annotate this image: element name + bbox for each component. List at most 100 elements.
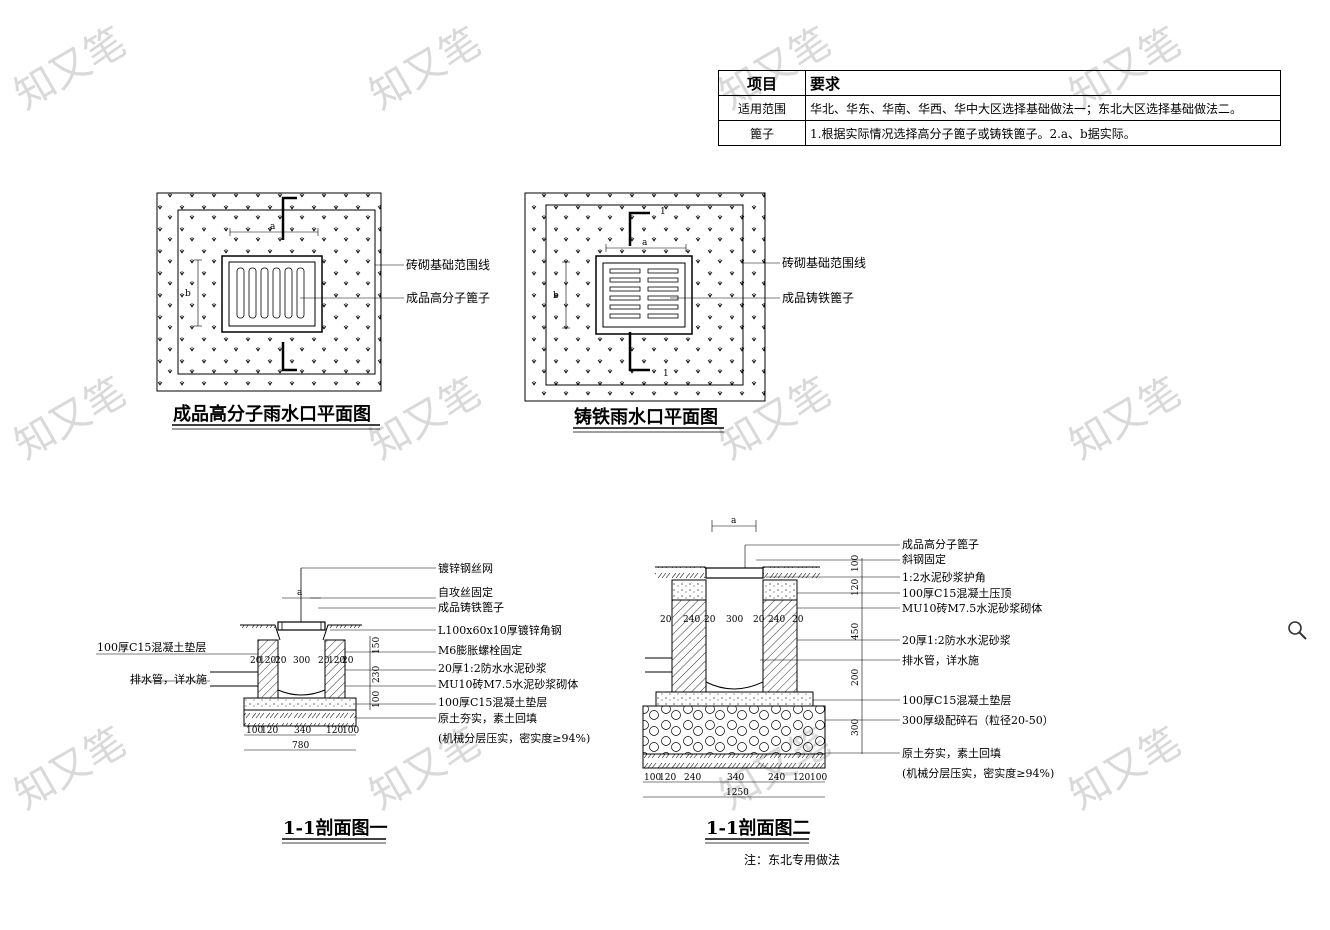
label-right: 排水管，详水施 [902, 653, 979, 667]
dim-a: a [270, 222, 276, 232]
dim-bottom: 120 [659, 773, 676, 783]
grate [705, 567, 764, 579]
concrete-bed [243, 697, 357, 711]
leaders-right [301, 567, 436, 719]
dim-vert: 230 [372, 666, 382, 683]
table-row: 篦子 1.根据实际情况选择高分子篦子或铸铁篦子。2.a、b据实际。 [718, 120, 1281, 146]
table-header-cell: 要求 [805, 70, 1281, 96]
wall-left [257, 639, 279, 699]
watermark: 知又笔 [7, 719, 134, 819]
label-right: 成品高分子篦子 [902, 537, 979, 551]
section-view-1: a 20 120 20 300 20 120 20 100 120 340 12… [96, 561, 590, 844]
label-right: 100厚C15混凝土垫层 [438, 695, 547, 709]
dim-top: 240 [768, 615, 785, 625]
pit-interior [277, 640, 326, 696]
label-right: 原土夯实，素土回填 [902, 746, 1001, 760]
requirements-table: 项目 要求 适用范围 华北、华东、华南、华西、华中大区选择基础做法一；东北大区选… [718, 70, 1281, 146]
pit-interior [705, 580, 764, 690]
dim-a: a [731, 516, 737, 526]
leaders-right [744, 544, 900, 754]
grate-slots [609, 268, 679, 319]
dim-vert: 100 [851, 555, 861, 572]
plan2-title: 铸铁雨水口平面图 [574, 406, 718, 428]
dim-top: 20 [275, 656, 287, 666]
section2-note: 注：东北专用做法 [744, 852, 840, 867]
masonry-boundary [177, 209, 376, 375]
dim-bottom: 100 [644, 773, 661, 783]
label-right: 1:2水泥砂浆护角 [902, 570, 986, 584]
label-right: 100厚C15混凝土垫层 [902, 693, 1011, 707]
dim-vert: 100 [372, 691, 382, 708]
label-right: MU10砖M7.5水泥砂浆砌体 [438, 677, 578, 691]
dim-vert: 120 [851, 579, 861, 596]
section-mark-top [281, 196, 297, 240]
dim-top: 20 [660, 615, 672, 625]
wall-right [762, 599, 798, 693]
section-view-2: a 20 240 20 300 20 240 20 100 120 240 34… [642, 516, 1054, 867]
dim-top: 20 [792, 615, 804, 625]
section-mark-bottom [281, 342, 297, 372]
label-grate: 成品高分子篦子 [406, 290, 490, 305]
dim-b: b [553, 291, 559, 301]
table-row: 适用范围 华北、华东、华南、华西、华中大区选择基础做法一；东北大区选择基础做法二… [718, 95, 1281, 121]
label-right: 自攻丝固定 [438, 585, 493, 599]
label-right: 斜钢固定 [902, 552, 946, 566]
compacted-soil [243, 709, 357, 727]
label-boundary: 砖砌基础范围线 [782, 255, 866, 270]
label-right: 300厚级配碎石（粒径20-50） [902, 713, 1054, 727]
dim-vert: 450 [851, 623, 861, 640]
dim-bottom: 100 [342, 726, 359, 736]
dim-bottom: 240 [684, 773, 701, 783]
dim-b: b [185, 289, 191, 299]
table-header-cell: 项目 [718, 70, 806, 96]
dim-bottom: 240 [768, 773, 785, 783]
label-right: (机械分层压实，密实度≥94%) [438, 731, 590, 745]
table-cell: 华北、华东、华南、华西、华中大区选择基础做法一；东北大区选择基础做法二。 [805, 95, 1281, 121]
dim-top: 20 [250, 656, 262, 666]
table-header-row: 项目 要求 [718, 70, 1281, 96]
label-right: L100x60x10厚镀锌角钢 [438, 623, 562, 637]
label-right: 镀锌钢丝网 [438, 561, 493, 575]
watermark: 知又笔 [7, 369, 134, 469]
table-cell: 适用范围 [718, 95, 806, 121]
dim-top: 20 [704, 615, 716, 625]
dim-bottom: 340 [727, 773, 744, 783]
label-right: 20厚1:2防水水泥砂浆 [902, 633, 1011, 647]
dim-top: 300 [726, 615, 743, 625]
dim-top: 120 [259, 656, 276, 666]
dim-top: 20 [318, 656, 330, 666]
watermark: 知又笔 [1062, 719, 1189, 819]
dim-vert: 300 [851, 719, 861, 736]
dim-vert: 200 [851, 669, 861, 686]
table-cell: 1.根据实际情况选择高分子篦子或铸铁篦子。2.a、b据实际。 [805, 120, 1281, 146]
grate [277, 621, 326, 631]
label-grate: 成品铸铁篦子 [782, 290, 854, 305]
label-right: MU10砖M7.5水泥砂浆砌体 [902, 601, 1042, 615]
grate-frame [221, 255, 323, 333]
label-right: (机械分层压实，密实度≥94%) [902, 766, 1054, 780]
section-mark-top [628, 211, 650, 246]
dim-bottom: 120 [793, 773, 810, 783]
dim-top: 240 [683, 615, 700, 625]
label-boundary: 砖砌基础范围线 [406, 257, 490, 272]
dim-bottom: 120 [326, 726, 343, 736]
dim-bottom: 100 [810, 773, 827, 783]
dim-total: 780 [292, 741, 309, 751]
dim-top: 20 [342, 656, 354, 666]
table-cell: 篦子 [718, 120, 806, 146]
label-right: M6膨胀螺栓固定 [438, 643, 522, 657]
dim-bottom: 120 [261, 726, 278, 736]
compacted-soil [642, 753, 826, 769]
dim-bottom: 340 [294, 726, 311, 736]
section-mark-label-top: 1 [660, 207, 666, 217]
grate-frame [595, 255, 693, 335]
watermark: 知又笔 [1062, 369, 1189, 469]
plan1-title: 成品高分子雨水口平面图 [173, 403, 371, 425]
dim-top: 300 [293, 656, 310, 666]
watermark: 知又笔 [362, 19, 489, 119]
label-left: 100厚C15混凝土垫层 [97, 640, 206, 654]
dim-top: 20 [753, 615, 765, 625]
zoom-search-icon[interactable] [1286, 619, 1308, 641]
section-mark-bottom [628, 332, 650, 372]
section1-title: 1-1剖面图一 [283, 817, 388, 839]
